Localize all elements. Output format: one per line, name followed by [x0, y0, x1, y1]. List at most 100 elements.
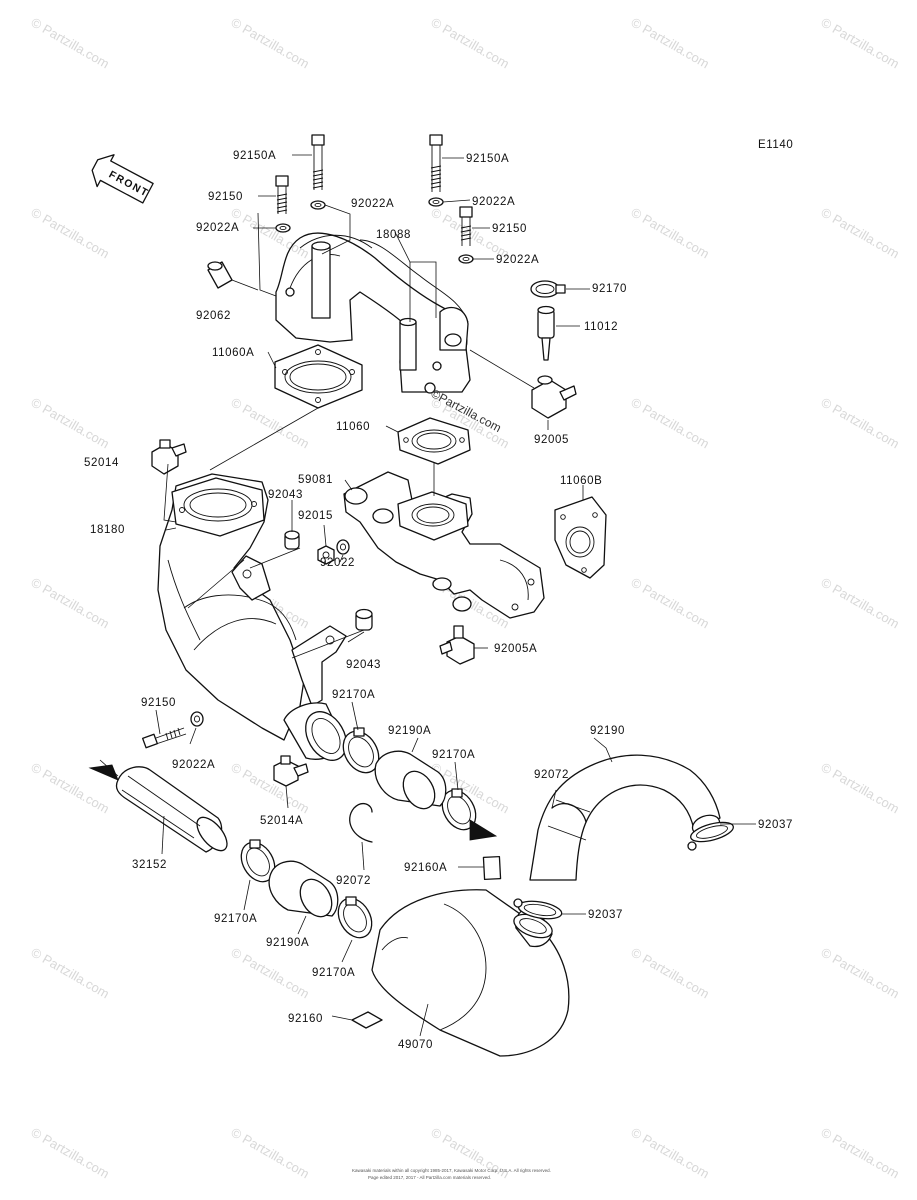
gasket-11060B	[554, 496, 607, 579]
clamp-92170A-upper	[342, 727, 380, 774]
watermark-text: © Partzilla.com	[229, 395, 312, 452]
watermark-text: © Partzilla.com	[229, 15, 312, 72]
label-92062: 92062	[196, 310, 231, 322]
watermark-text: © Partzilla.com	[819, 575, 902, 632]
label-18180: 18180	[90, 524, 125, 536]
clamp-92037-upper	[687, 821, 735, 851]
hose-92190A-upper	[374, 750, 447, 810]
expansion-chamber-18180	[157, 473, 347, 761]
washer-92022	[336, 539, 350, 555]
exhaust-pipe-middle-59081	[343, 471, 545, 619]
label-92022: 92022	[320, 557, 355, 569]
label-92072-left: 92072	[336, 875, 371, 887]
watermark-text: © Partzilla.com	[229, 1125, 312, 1182]
bolt-92150-right	[459, 206, 473, 246]
label-59081: 59081	[298, 474, 333, 486]
label-49070: 49070	[398, 1039, 433, 1051]
watermark-text: © Partzilla.com	[229, 945, 312, 1002]
label-92072-right: 92072	[534, 769, 569, 781]
stud-92062	[207, 261, 233, 289]
clip-92072-left	[349, 802, 373, 843]
label-52014A: 52014A	[260, 815, 303, 827]
watermark-text: © Partzilla.com	[629, 575, 712, 632]
cap-11012	[537, 305, 555, 361]
washer-92022A-group	[275, 197, 474, 264]
hose-92190A-lower	[268, 860, 339, 918]
label-11060A: 11060A	[212, 347, 254, 359]
watermark-text: © Partzilla.com	[629, 15, 712, 72]
label-92150A-left: 92150A	[233, 150, 276, 162]
clamp-92170A-left	[240, 839, 276, 883]
label-11012: 11012	[584, 321, 618, 333]
label-92150-upper-right: 92150	[492, 223, 527, 235]
fitting-52014	[151, 439, 187, 475]
label-92160A: 92160A	[404, 862, 447, 874]
watermark-text: © Partzilla.com	[819, 1125, 902, 1182]
label-92170: 92170	[592, 283, 627, 295]
part-labels: 92150A 92150A 92150 92022A 92022A 92022A…	[84, 150, 793, 1051]
label-92170A-right: 92170A	[432, 749, 475, 761]
fitting-52014A	[273, 755, 309, 787]
label-92150-upper-left: 92150	[208, 191, 243, 203]
diagram-code: E1140	[758, 139, 793, 151]
watermark-text: © Partzilla.com	[29, 575, 112, 632]
label-92170A-upper: 92170A	[332, 689, 375, 701]
bolt-92150-lower	[142, 727, 187, 749]
clamp-92170A-right	[441, 788, 477, 831]
watermark-text: © Partzilla.com	[819, 395, 902, 452]
washer-92022A-lower	[190, 711, 204, 727]
copyright-line-1: Kawasaki materials within all copyright …	[352, 1168, 551, 1173]
bolt-92150-left	[275, 175, 289, 214]
clamp-92037-lower	[513, 898, 563, 920]
watermark-text: © Partzilla.com	[819, 15, 902, 72]
label-92037-upper: 92037	[758, 819, 793, 831]
label-92022A-right-lower: 92022A	[496, 254, 539, 266]
clamp-92170	[530, 280, 566, 298]
clip-92072-right	[551, 803, 587, 823]
label-92170A-left: 92170A	[214, 913, 257, 925]
watermark-text: © Partzilla.com	[29, 205, 112, 262]
label-92190A-upper: 92190A	[388, 725, 431, 737]
spacer-92043-lower	[355, 608, 373, 631]
watermark-text: © Partzilla.com	[229, 205, 312, 262]
label-92170A-lower: 92170A	[312, 967, 355, 979]
watermark-text: © Partzilla.com	[29, 395, 112, 452]
label-92022A-top: 92022A	[351, 198, 394, 210]
fitting-92005A	[439, 625, 475, 665]
watermark-text: © Partzilla.com	[429, 15, 512, 72]
label-32152: 32152	[132, 859, 167, 871]
fitting-92005	[531, 375, 577, 419]
label-92022A-right: 92022A	[472, 196, 515, 208]
label-11060B: 11060B	[560, 475, 602, 487]
watermark-text: © Partzilla.com	[29, 1125, 112, 1182]
watermark-text: © Partzilla.com	[29, 15, 112, 72]
watermark-text: © Partzilla.com	[819, 945, 902, 1002]
label-18088: 18088	[376, 229, 411, 241]
label-92022A-lower: 92022A	[172, 759, 215, 771]
spacer-92043-upper	[284, 530, 300, 550]
watermark-text: © Partzilla.com	[629, 395, 712, 452]
watermark-text: © Partzilla.com	[819, 205, 902, 262]
bolt-92150A-left	[311, 134, 325, 190]
pad-92160A	[482, 855, 502, 881]
watermark-text: © Partzilla.com	[629, 205, 712, 262]
label-11060: 11060	[336, 421, 370, 433]
front-arrow-icon: FRONT	[91, 154, 154, 204]
pad-92160	[351, 1011, 383, 1029]
label-92005A: 92005A	[494, 643, 537, 655]
label-92037-lower: 92037	[588, 909, 623, 921]
label-92150-lower: 92150	[141, 697, 176, 709]
label-92022A-left: 92022A	[196, 222, 239, 234]
label-92043-upper: 92043	[268, 489, 303, 501]
label-92150A-right: 92150A	[466, 153, 509, 165]
gasket-11060A	[274, 344, 363, 409]
guide-lines	[88, 764, 498, 841]
copyright-line-2: Page edited 2017, 2017 - All Partzilla.c…	[368, 1175, 491, 1180]
label-92190A-lower: 92190A	[266, 937, 309, 949]
label-52014: 52014	[84, 457, 119, 469]
watermark-text: © Partzilla.com	[629, 1125, 712, 1182]
label-92043-lower: 92043	[346, 659, 381, 671]
label-92005: 92005	[534, 434, 569, 446]
watermark-text: © Partzilla.com	[629, 945, 712, 1002]
